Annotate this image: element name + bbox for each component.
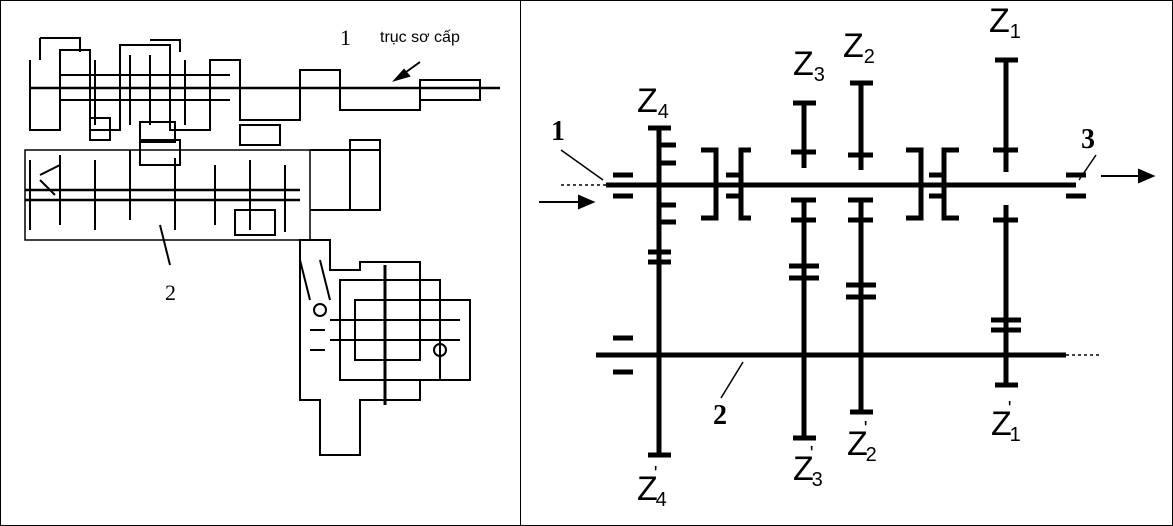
gear-label-z2-prime: Z'2 <box>847 418 877 466</box>
shaft-2-label: 2 <box>165 280 176 305</box>
gear-label-z1: Z1 <box>989 2 1021 43</box>
gear-label-z2: Z2 <box>843 27 875 68</box>
panel-divider <box>520 0 521 526</box>
gearbox-drawing: 1 trục sơ cấp 2 <box>24 25 500 456</box>
gear-label-z4-prime: Z'4 <box>637 463 667 511</box>
gear-schematic: 1 3 2 Z4 Z3 Z2 Z1 Z'4 Z'3 Z'2 Z'1 <box>539 2 1156 511</box>
input-shaft-label: trục sơ cấp <box>380 29 460 46</box>
gear-label-z3-prime: Z'3 <box>793 443 823 491</box>
shaft-1-label: 1 <box>551 116 565 147</box>
shaft-3-label: 3 <box>1081 124 1095 155</box>
gear-label-z3: Z3 <box>793 45 825 86</box>
shaft-2-label: 2 <box>713 400 727 431</box>
gear-label-z1-prime: Z'1 <box>991 398 1021 446</box>
gear-label-z4: Z4 <box>637 82 669 123</box>
shaft-1-label: 1 <box>340 25 351 50</box>
